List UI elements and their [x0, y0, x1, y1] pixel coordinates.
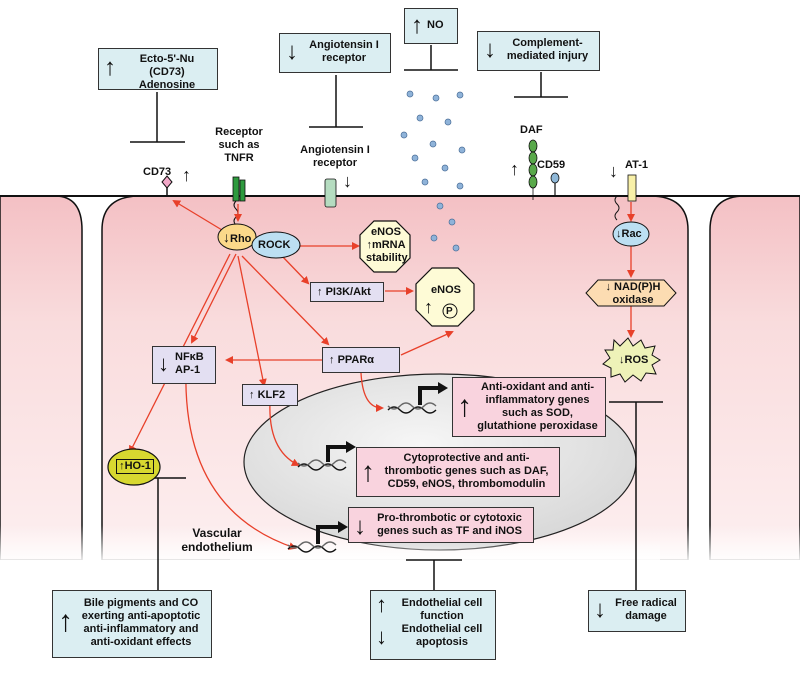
prothrombotic-genes-box: ↓ Pro-thrombotic or cytotoxic genes such…	[348, 507, 534, 543]
cd73-receptor	[161, 175, 173, 196]
angiotensin-down-arrow: ↓	[343, 171, 352, 191]
at1-label: AT-1	[625, 159, 649, 171]
klf2-box: ↑ KLF2	[242, 384, 298, 406]
rac-node	[612, 221, 650, 247]
daf-up-arrow: ↑	[510, 159, 519, 179]
ho1-label: ↑HO-1	[112, 459, 158, 474]
pi3k-akt-box: ↑ PI3K/Akt	[310, 282, 384, 302]
no-molecules	[400, 90, 466, 252]
enos-mrna-label: eNOS ↑mRNA stability	[366, 226, 408, 264]
nadph-label: ↓ NAD(P)H oxidase	[605, 281, 661, 306]
tnfr-label: Receptor such as TNFR	[215, 126, 263, 164]
cd73-label: CD73	[143, 166, 172, 178]
enos-p-label: eNOS	[431, 284, 461, 296]
antioxidant-genes-box: ↑ Anti-oxidant and anti- inflammatory ge…	[452, 377, 606, 437]
nfkb-ap1-box: ↓ NFκB AP-1	[152, 346, 216, 384]
angiotensin-receptor	[324, 178, 337, 208]
endothelial-cell-box: ↑ ↓ Endothelial cell function Endothelia…	[370, 590, 496, 660]
bile-pigments-box: ↑ Bile pigments and CO exerting anti-apo…	[52, 590, 212, 658]
angiotensin-receptor-box: ↓ Angiotensin I receptor	[279, 33, 391, 73]
complement-injury-box: ↓ Complement- mediated injury	[477, 31, 600, 71]
rho-label: ↓Rho	[223, 229, 252, 245]
neighbor-cell-right	[709, 195, 800, 561]
enos-p-up-arrow: ↑	[424, 297, 433, 317]
rock-node	[251, 231, 301, 259]
angiotensin-membrane-label: Angiotensin I receptor	[300, 144, 370, 169]
at1-down-arrow: ↓	[609, 161, 618, 181]
cd73-up-arrow: ↑	[182, 165, 191, 185]
ros-star	[602, 337, 661, 383]
cd59-label: CD59	[537, 159, 566, 171]
tnfr-receptor	[232, 176, 246, 202]
vascular-endothelium-label: Vascular endothelium	[181, 526, 253, 554]
cytoprotective-genes-box: ↑ Cytoprotective and anti- thrombotic ge…	[356, 447, 560, 497]
no-box: ↑ NO	[404, 8, 458, 44]
ppar-box: ↑ PPARα	[322, 347, 400, 373]
free-radical-box: ↓ Free radical damage	[588, 590, 686, 632]
enos-p-octagon	[415, 267, 475, 327]
cd59-protein	[550, 172, 560, 196]
rock-label: ROCK	[258, 239, 291, 251]
enos-mrna-octagon	[359, 220, 411, 273]
at1-receptor	[627, 174, 637, 202]
cd73-adenosine-box: ↑ Ecto-5'-Nu (CD73) Adenosine	[98, 48, 218, 91]
nadph-hexagon	[585, 279, 677, 307]
neighbor-cell-left	[0, 195, 83, 561]
enos-p-phospho: P	[446, 306, 453, 317]
ros-label: ↓ROS	[619, 354, 649, 366]
rac-label: ↓Rac	[616, 228, 642, 240]
rho-node	[217, 223, 257, 251]
daf-label: DAF	[520, 124, 543, 136]
daf-protein	[528, 139, 538, 200]
